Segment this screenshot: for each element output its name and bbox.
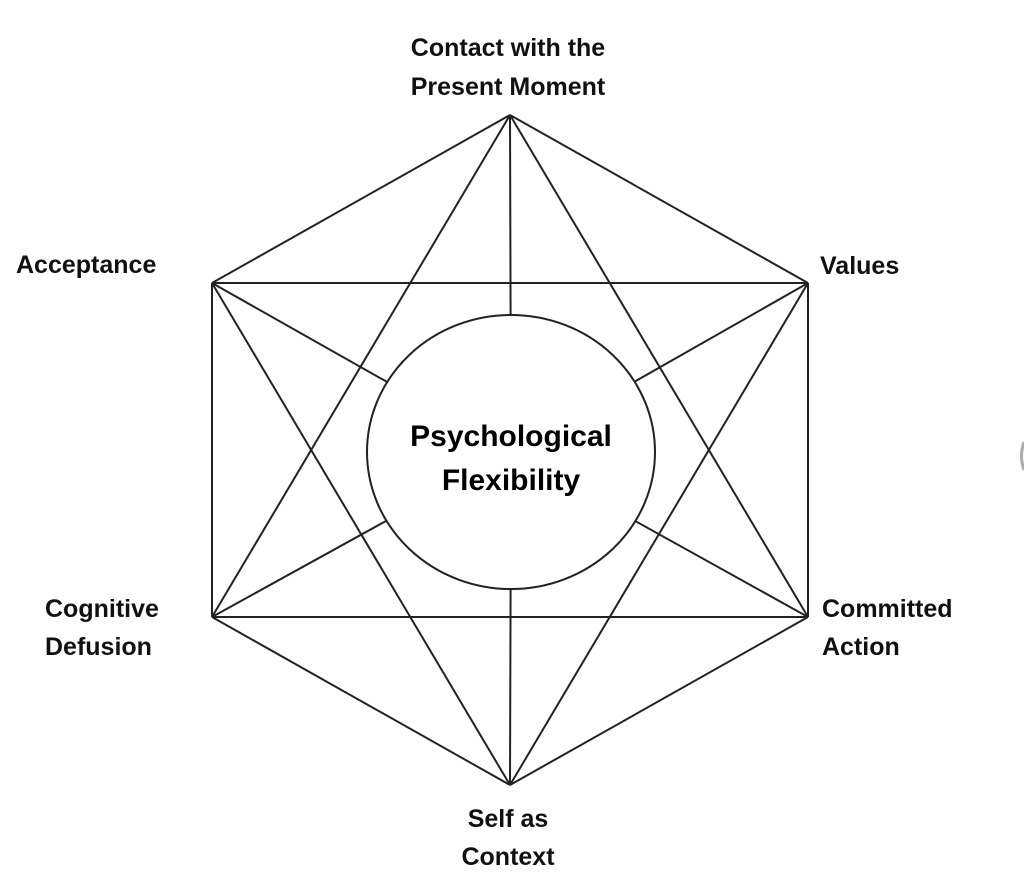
center-label-line1: Psychological xyxy=(410,420,612,453)
edge-top-lr xyxy=(509,114,809,618)
label-values: Values xyxy=(820,252,899,280)
partial-arc-edge xyxy=(1020,441,1024,471)
label-cognitive-defusion-line1: Cognitive xyxy=(45,595,159,623)
edge-ul-top xyxy=(211,114,511,284)
spoke-ur xyxy=(634,282,809,383)
label-contact-present-moment-line2: Present Moment xyxy=(411,73,606,101)
edge-bot-ll xyxy=(211,616,511,786)
spoke-bot xyxy=(509,588,512,786)
label-committed-action-line1: Committed xyxy=(822,595,953,623)
label-acceptance: Acceptance xyxy=(16,251,156,279)
center-label-line2: Flexibility xyxy=(442,464,581,497)
label-cognitive-defusion-line2: Defusion xyxy=(45,633,152,661)
edge-lr-bot xyxy=(509,616,809,786)
label-self-as-context-line1: Self as xyxy=(468,805,549,833)
label-committed-action-line2: Action xyxy=(822,633,900,661)
spoke-ll xyxy=(211,519,387,618)
spoke-ul xyxy=(211,282,388,383)
center-circle xyxy=(366,314,656,590)
label-self-as-context-line2: Context xyxy=(461,843,555,871)
label-contact-present-moment-line1: Contact with the xyxy=(411,34,606,62)
spoke-lr xyxy=(634,520,809,618)
edge-top-ur xyxy=(509,114,809,284)
connector-lines xyxy=(211,114,809,786)
edge-top-ll xyxy=(211,114,511,618)
spoke-top xyxy=(509,114,512,316)
